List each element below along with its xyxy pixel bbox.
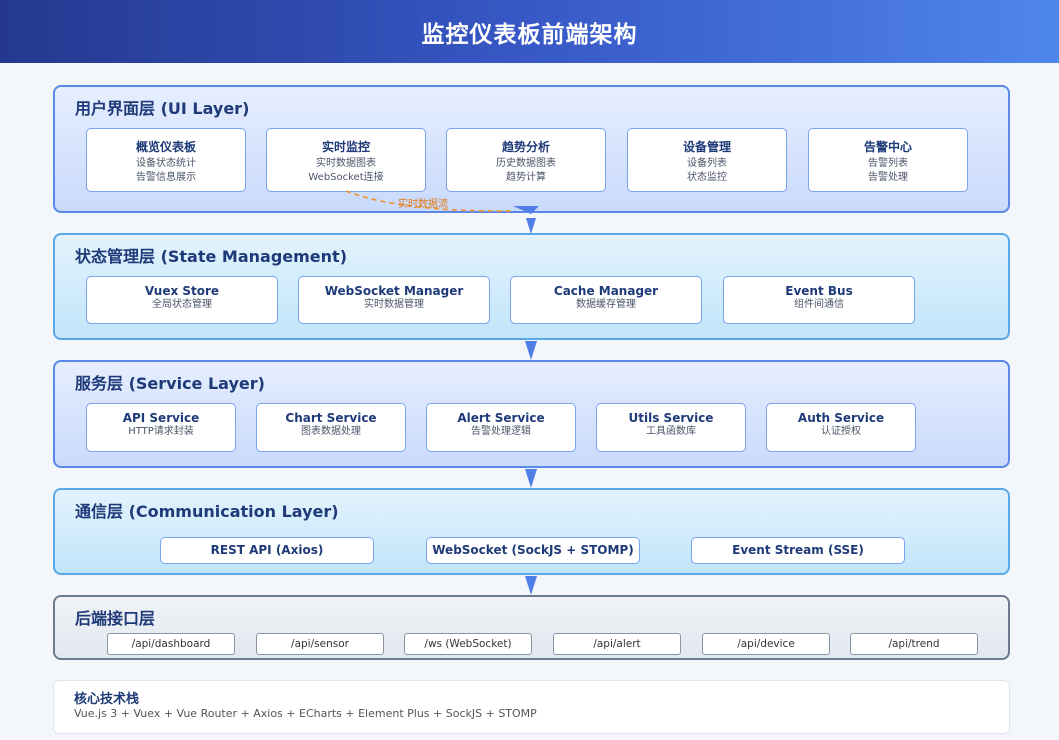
card-line: 告警处理	[868, 172, 908, 183]
tech-stack-title: 核心技术栈	[74, 692, 140, 707]
card-title: Alert Service	[457, 411, 545, 425]
card-title: Chart Service	[285, 411, 377, 425]
card-title: 设备管理	[682, 140, 731, 154]
card-title: 实时监控	[321, 140, 370, 154]
card-title: WebSocket Manager	[324, 284, 464, 298]
card-line: WebSocket连接	[308, 172, 384, 183]
card-utils-service: Utils Service 工具函数库	[596, 403, 746, 452]
card-desc: 实时数据管理	[364, 299, 424, 310]
card-title: Cache Manager	[553, 284, 659, 298]
card-desc: 数据缓存管理	[576, 299, 636, 310]
ui-layer: 用户界面层 (UI Layer) 概览仪表板 设备状态统计 告警信息展示 实时监…	[53, 85, 1010, 213]
card-alert-service: Alert Service 告警处理逻辑	[426, 403, 576, 452]
tech-stack-panel: 核心技术栈 Vue.js 3 + Vuex + Vue Router + Axi…	[53, 680, 1010, 734]
card-title: Utils Service	[628, 411, 714, 425]
state-layer: 状态管理层 (State Management) Vuex Store 全局状态…	[53, 233, 1010, 340]
card-title: Event Bus	[785, 284, 853, 298]
card-cache-manager: Cache Manager 数据缓存管理	[510, 276, 702, 324]
endpoint-dashboard: /api/dashboard	[107, 633, 235, 655]
service-layer-title: 服务层 (Service Layer)	[75, 374, 265, 393]
diagram-header: 监控仪表板前端架构	[0, 0, 1059, 63]
card-line: 告警信息展示	[136, 172, 196, 183]
card-desc: 告警处理逻辑	[471, 426, 531, 437]
card-line: 设备列表	[687, 158, 727, 169]
card-overview-dashboard: 概览仪表板 设备状态统计 告警信息展示	[86, 128, 246, 192]
card-line: 告警列表	[868, 158, 908, 169]
card-event-stream: Event Stream (SSE)	[691, 537, 905, 564]
card-desc: HTTP请求封装	[128, 426, 194, 437]
arrow-service-to-comm	[525, 469, 537, 488]
communication-layer: 通信层 (Communication Layer) REST API (Axio…	[53, 488, 1010, 575]
card-auth-service: Auth Service 认证授权	[766, 403, 916, 452]
card-desc: 全局状态管理	[152, 299, 212, 310]
backend-layer-title: 后端接口层	[75, 609, 156, 628]
state-layer-title: 状态管理层 (State Management)	[75, 247, 348, 266]
card-line: 实时数据图表	[316, 158, 376, 169]
endpoint-websocket: /ws (WebSocket)	[404, 633, 532, 655]
card-line: 趋势计算	[506, 172, 546, 183]
diagram-title: 监控仪表板前端架构	[421, 21, 638, 48]
card-device-management: 设备管理 设备列表 状态监控	[627, 128, 787, 192]
card-line: 历史数据图表	[496, 158, 556, 169]
arrow-state-to-service	[525, 341, 537, 360]
card-desc: 组件间通信	[794, 299, 844, 310]
card-title: 概览仪表板	[135, 140, 196, 154]
card-title: 趋势分析	[501, 140, 550, 154]
card-title: Auth Service	[797, 411, 885, 425]
card-alert-center: 告警中心 告警列表 告警处理	[808, 128, 968, 192]
card-line: 状态监控	[687, 172, 727, 183]
card-desc: 认证授权	[821, 426, 861, 437]
card-title: WebSocket (SockJS + STOMP)	[432, 543, 634, 557]
card-desc: 图表数据处理	[301, 426, 361, 437]
card-chart-service: Chart Service 图表数据处理	[256, 403, 406, 452]
card-realtime-monitor: 实时监控 实时数据图表 WebSocket连接	[266, 128, 426, 192]
endpoint-device: /api/device	[702, 633, 830, 655]
card-title: Event Stream (SSE)	[732, 543, 864, 557]
arrow-comm-to-backend	[525, 576, 537, 595]
card-line: 设备状态统计	[136, 158, 196, 169]
endpoint-sensor: /api/sensor	[256, 633, 384, 655]
card-desc: 工具函数库	[646, 426, 696, 437]
backend-layer: 后端接口层 /api/dashboard /api/sensor /ws (We…	[53, 595, 1010, 660]
card-api-service: API Service HTTP请求封装	[86, 403, 236, 452]
ui-layer-title: 用户界面层 (UI Layer)	[75, 99, 250, 118]
service-layer: 服务层 (Service Layer) API Service HTTP请求封装…	[53, 360, 1010, 468]
card-title: 告警中心	[863, 140, 912, 154]
card-websocket-manager: WebSocket Manager 实时数据管理	[298, 276, 490, 324]
communication-layer-title: 通信层 (Communication Layer)	[75, 502, 339, 521]
card-rest-api: REST API (Axios)	[160, 537, 374, 564]
card-title: REST API (Axios)	[210, 543, 324, 557]
card-title: API Service	[122, 411, 200, 425]
tech-stack-value: Vue.js 3 + Vuex + Vue Router + Axios + E…	[74, 707, 537, 720]
endpoint-trend: /api/trend	[850, 633, 978, 655]
card-trend-analysis: 趋势分析 历史数据图表 趋势计算	[446, 128, 606, 192]
card-websocket-stomp: WebSocket (SockJS + STOMP)	[426, 537, 640, 564]
endpoint-alert: /api/alert	[553, 633, 681, 655]
card-event-bus: Event Bus 组件间通信	[723, 276, 915, 324]
card-title: Vuex Store	[144, 284, 220, 298]
card-vuex-store: Vuex Store 全局状态管理	[86, 276, 278, 324]
